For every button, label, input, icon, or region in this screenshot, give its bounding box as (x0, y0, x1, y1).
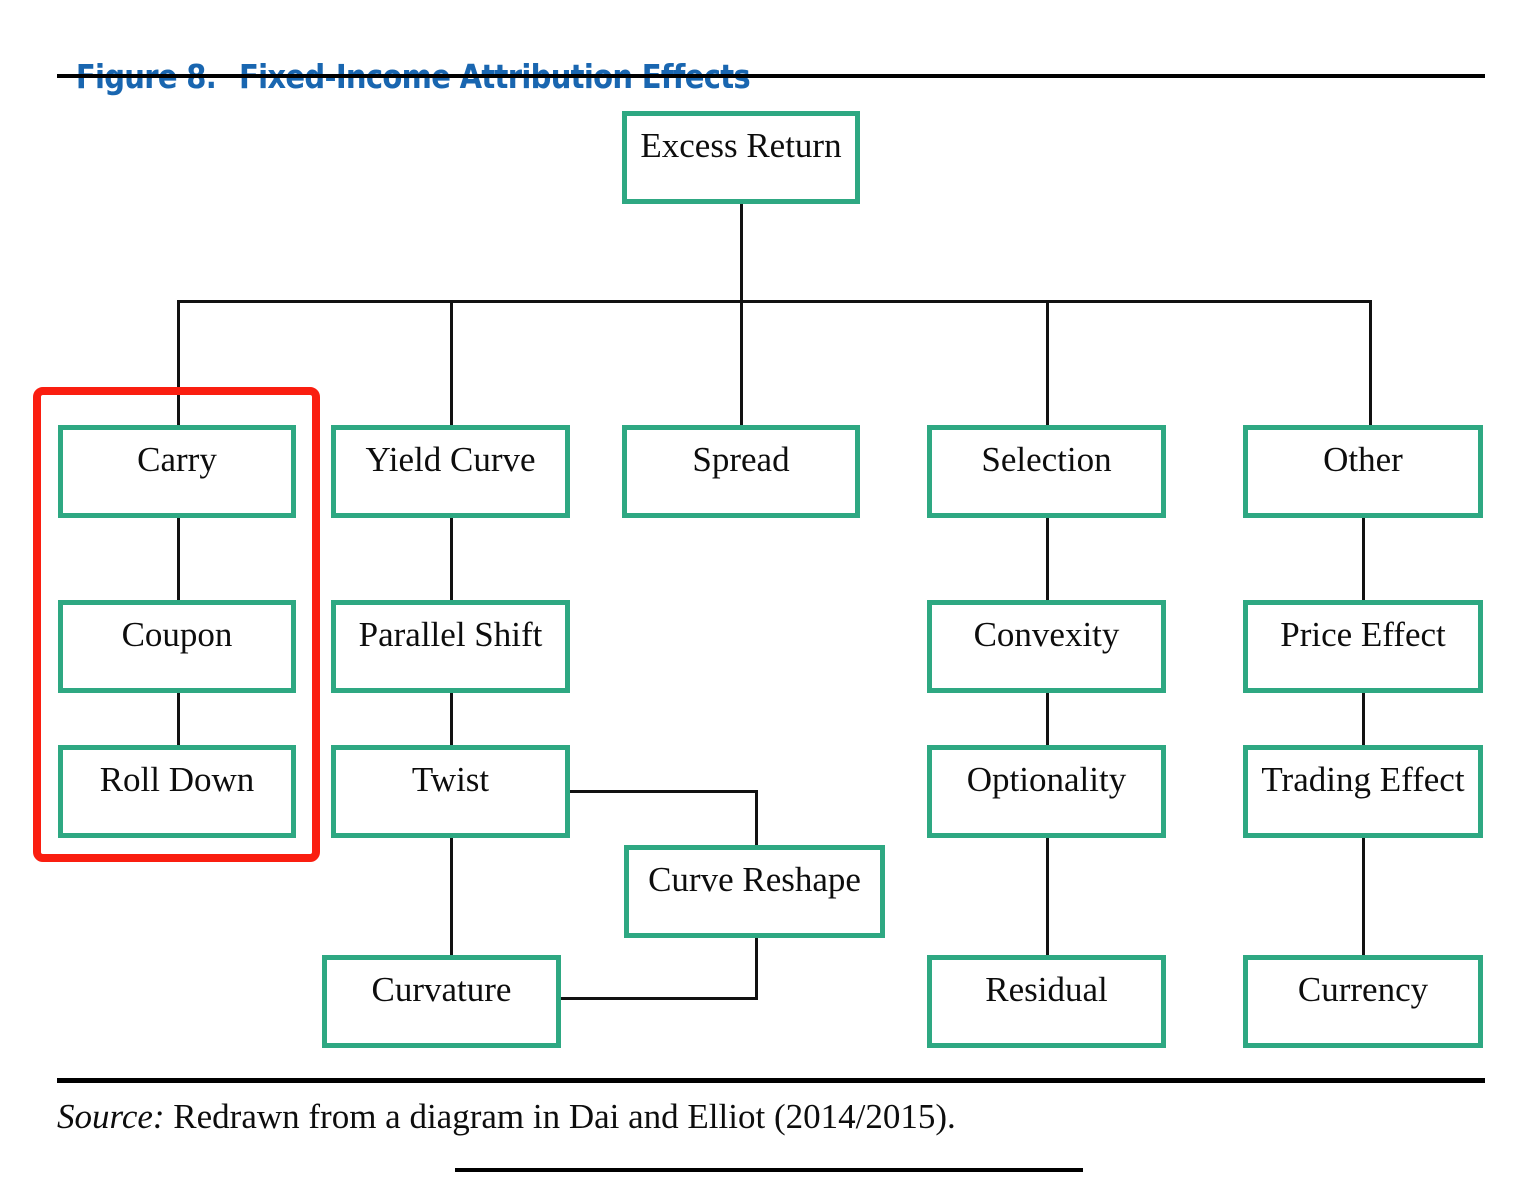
node-label: Spread (692, 440, 790, 479)
source-text: Redrawn from a diagram in Dai and Elliot… (164, 1097, 956, 1136)
node-label: Roll Down (99, 760, 255, 799)
node-currency[interactable]: Currency (1243, 955, 1483, 1048)
node-label: Curve Reshape (648, 860, 861, 899)
node-label: Parallel Shift (358, 615, 543, 654)
connector-carry-coupon (177, 516, 180, 602)
node-price-effect[interactable]: Price Effect (1243, 600, 1483, 693)
node-label: Trading Effect (1261, 760, 1465, 799)
source-note: Source: Redrawn from a diagram in Dai an… (57, 1097, 956, 1137)
node-yield-curve[interactable]: Yield Curve (331, 425, 570, 518)
node-convexity[interactable]: Convexity (927, 600, 1166, 693)
connector-main-bar (177, 300, 1371, 303)
node-excess-return[interactable]: Excess Return (622, 111, 860, 204)
connector-twist-curvature (450, 836, 453, 958)
node-label: Selection (981, 440, 1112, 479)
node-parallel-shift[interactable]: Parallel Shift (331, 600, 570, 693)
connector-trading-currency (1362, 836, 1365, 958)
node-label: Residual (985, 970, 1108, 1009)
connector-convexity-optionality (1046, 691, 1049, 747)
node-selection[interactable]: Selection (927, 425, 1166, 518)
connector-root-stem (740, 203, 743, 302)
connector-reshape-to-curvature-h (558, 997, 758, 1000)
node-label: Coupon (121, 615, 233, 654)
node-carry[interactable]: Carry (58, 425, 296, 518)
node-label: Curvature (371, 970, 512, 1009)
connector-optionality-residual (1046, 836, 1049, 958)
node-label: Carry (137, 440, 217, 479)
connector-twist-to-reshape-h (568, 790, 758, 793)
connector-drop-selection (1046, 300, 1049, 426)
attribution-diagram: Excess Return Carry Yield Curve Spread S… (33, 111, 1483, 1048)
connector-drop-other (1369, 300, 1372, 426)
connector-coupon-rolldown (177, 691, 180, 747)
connector-drop-spread (740, 300, 743, 426)
node-label: Optionality (966, 760, 1127, 799)
connector-price-trading (1362, 691, 1365, 747)
node-coupon[interactable]: Coupon (58, 600, 296, 693)
node-twist[interactable]: Twist (331, 745, 570, 838)
title-divider (57, 74, 1485, 78)
connector-drop-carry (177, 300, 180, 426)
connector-other-price (1362, 516, 1365, 602)
node-residual[interactable]: Residual (927, 955, 1166, 1048)
node-optionality[interactable]: Optionality (927, 745, 1166, 838)
node-roll-down[interactable]: Roll Down (58, 745, 296, 838)
source-divider (57, 1078, 1485, 1083)
node-label: Other (1323, 440, 1403, 479)
node-other[interactable]: Other (1243, 425, 1483, 518)
footer-divider (455, 1168, 1083, 1172)
node-label: Excess Return (640, 126, 842, 165)
connector-yield-parallel (450, 516, 453, 602)
node-label: Convexity (973, 615, 1120, 654)
node-trading-effect[interactable]: Trading Effect (1243, 745, 1483, 838)
source-label: Source: (57, 1097, 165, 1136)
node-label: Price Effect (1280, 615, 1446, 654)
node-curve-reshape[interactable]: Curve Reshape (624, 845, 885, 938)
connector-drop-yield (450, 300, 453, 426)
node-label: Twist (411, 760, 490, 799)
node-label: Yield Curve (365, 440, 536, 479)
connector-parallel-twist (450, 691, 453, 747)
connector-selection-convexity (1046, 516, 1049, 602)
node-curvature[interactable]: Curvature (322, 955, 561, 1048)
node-spread[interactable]: Spread (622, 425, 860, 518)
node-label: Currency (1297, 970, 1429, 1009)
